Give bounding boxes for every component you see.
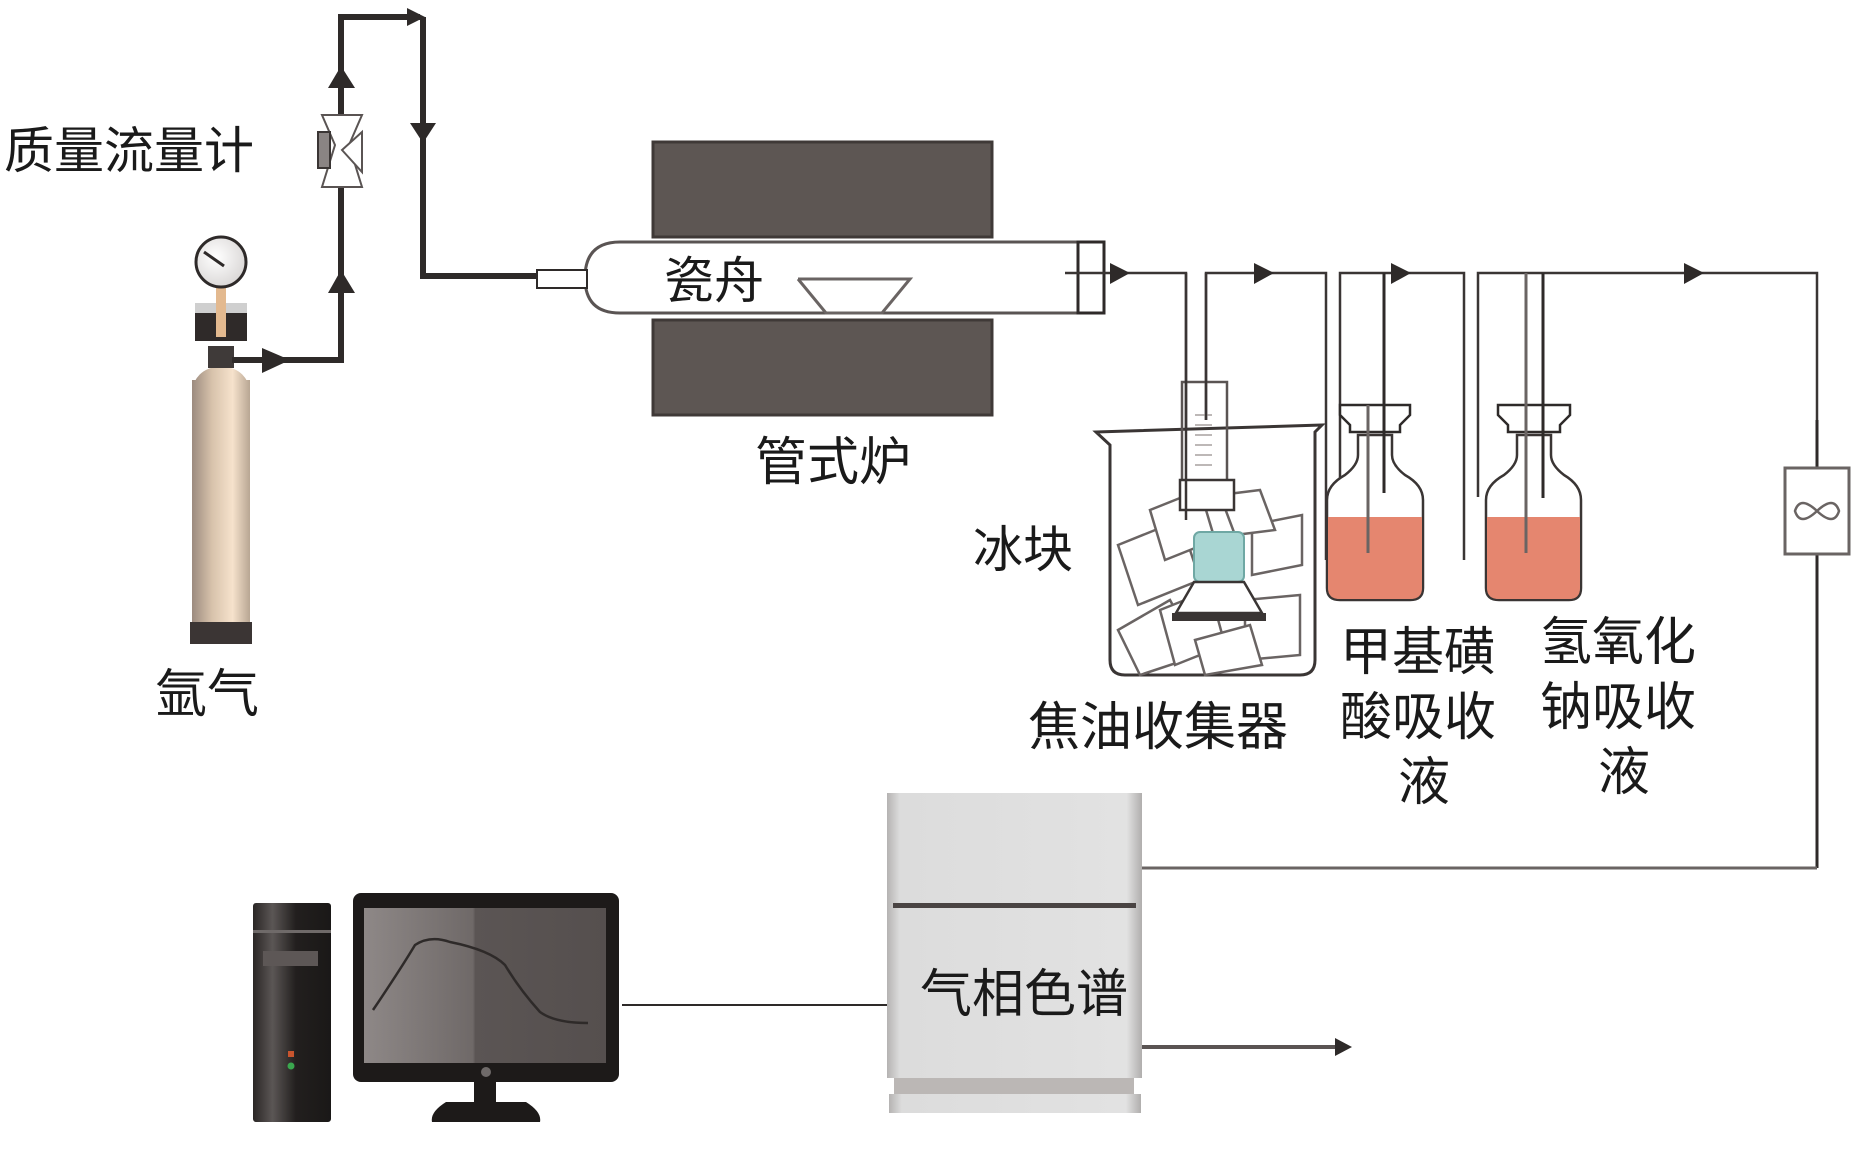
pressure-gauge-icon [194,235,248,289]
flow-arrow-icon [328,270,355,293]
naoh-label-line3: 液 [1598,743,1650,803]
pipe-to-pump [1476,271,1819,497]
tar-liquid [1193,531,1245,583]
regulator-stem [216,287,226,337]
msa-label-line3: 液 [1398,753,1450,813]
collector-plate [1172,613,1266,621]
naoh-label-line1: 氢氧化 [1540,613,1696,673]
monitor-screen [364,908,606,1063]
monitor-power-icon [481,1067,491,1077]
furnace-lower-block [651,318,994,417]
mass-flow-meter [317,114,364,188]
argon-cylinder [190,235,252,644]
collector-graduations [1195,414,1212,466]
flow-arrow-icon [328,66,355,88]
inlet-pipe [232,8,537,373]
flowmeter-sensor [317,131,331,169]
tube-inlet-stub [536,269,588,289]
pump-impeller-icon [1793,501,1841,521]
furnace-upper-block [651,140,994,239]
computer-tower [253,903,331,1122]
collector-joint [1178,478,1236,512]
msa-label-line2: 酸吸收 [1340,688,1496,748]
pump [1783,420,1851,868]
cylinder-valve [208,346,234,368]
flow-arrow-icon [1391,263,1411,284]
naoh-absorber-bottle [1484,273,1583,602]
gc-divider [893,903,1136,908]
exhaust-arrow-icon [1335,1038,1352,1056]
flow-arrow-icon [1684,263,1704,284]
ice-cubes-label: 冰块 [973,521,1073,579]
gas-chromatograph [887,793,1142,1113]
gas-chromatograph-label: 气相色谱 [920,965,1128,1025]
tower-drive-bay [263,951,318,966]
computer [253,893,619,1122]
flow-arrow-icon [1254,263,1274,284]
power-led-icon [288,1051,294,1057]
tower-bay-line [253,930,331,933]
gc-body [887,793,1142,1078]
argon-label: 氩气 [155,665,259,725]
gc-base [889,1094,1141,1113]
pipe-to-furnace [420,17,537,279]
bottle-stopper [1496,403,1572,434]
naoh-label-line2: 钠吸收 [1540,678,1696,738]
flow-arrow-icon [262,348,290,373]
gc-base-top [894,1078,1134,1094]
msa-absorber-bottle [1325,273,1425,602]
flowmeter-valve-icon [340,129,363,175]
bottle-stopper [1338,403,1412,434]
gauge-needle [203,250,225,268]
outlet-pipe [1065,263,1819,560]
tube-furnace-label: 管式炉 [755,433,911,493]
tar-collector-label: 焦油收集器 [1028,698,1288,758]
tube-furnace [536,140,1106,417]
porcelain-boat-icon [796,277,914,315]
pipe-to-flowmeter [232,14,420,363]
flow-arrow-icon [410,123,436,143]
msa-absorbent-liquid [1328,517,1422,599]
mass-flow-meter-label: 质量流量计 [4,122,254,180]
porcelain-boat-label: 瓷舟 [664,252,764,310]
monitor-neck [474,1082,496,1102]
monitor-stand [431,1102,541,1122]
tar-collector [1092,273,1326,677]
chromatogram-curve [371,937,589,1025]
status-led-icon [287,1062,295,1070]
cylinder-base-ring [190,622,252,644]
cylinder-body-lower [192,380,250,642]
gc-lines [622,866,1817,1056]
flow-arrow-icon [407,8,425,26]
flow-arrow-icon [1110,263,1130,284]
tube-end-cap [1076,240,1106,315]
msa-label-line1: 甲基磺 [1340,623,1496,683]
naoh-absorbent-liquid [1487,517,1580,599]
